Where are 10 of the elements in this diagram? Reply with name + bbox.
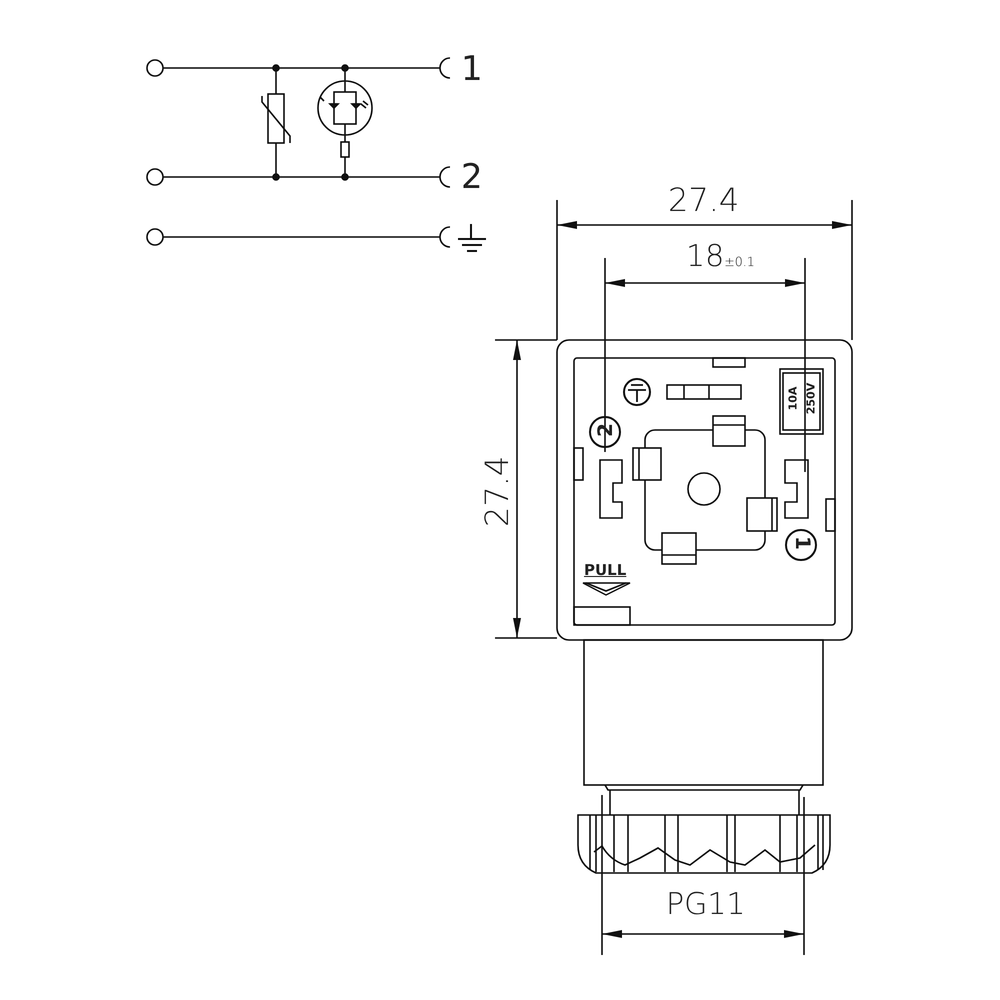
dimension-value: 27.4 — [481, 457, 513, 527]
rating-text: 250V — [806, 382, 816, 416]
pin-number: 1 — [793, 535, 813, 551]
terminal-number: 2 — [461, 160, 483, 194]
terminal-number: 1 — [461, 52, 483, 86]
pin-number: 2 — [595, 422, 615, 438]
rating-text: 10A — [788, 386, 798, 412]
dimension-value: 27.4 — [668, 184, 740, 216]
dimension-value: PG11 — [666, 890, 746, 920]
pull-marking: PULL — [584, 563, 626, 578]
